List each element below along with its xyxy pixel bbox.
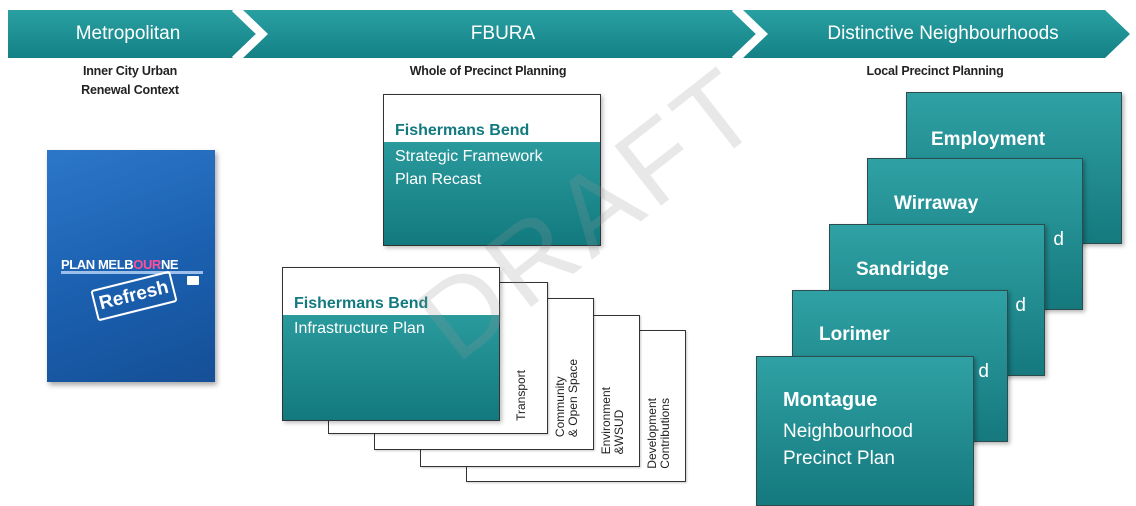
montague-line2: Precinct Plan [783, 448, 895, 469]
framework-line2: Plan Recast [395, 171, 482, 188]
neighbourhood-title: Wirraway [894, 193, 979, 214]
sheet-label: Environment &WSUD [599, 386, 626, 454]
refresh-stamp: Refresh [90, 270, 178, 322]
neighbourhood-title: Lorimer [819, 324, 890, 345]
neighbourhood-card-montague: Montague Neighbourhood Precinct Plan [756, 356, 974, 506]
sheet-label: Development Contributions [645, 398, 672, 469]
infrastructure-plan-card: Fishermans Bend Infrastructure Plan [282, 267, 500, 421]
montague-line1: Neighbourhood [783, 421, 913, 442]
stage-subtitle-fbura: Whole of Precinct Planning [409, 64, 567, 78]
cover-tagline-bar [61, 271, 203, 274]
framework-plan-card: Fishermans Bend Strategic Framework Plan… [383, 94, 601, 246]
framework-line1: Strategic Framework [395, 148, 543, 165]
framework-heading: Fishermans Bend [395, 122, 530, 139]
stage-title-fbura: FBURA [470, 23, 536, 44]
sheet-label: Transport [513, 370, 528, 421]
montague-title: Montague [783, 389, 878, 411]
chevron-neighbourhoods [743, 10, 1130, 58]
chevron-fbura [243, 10, 758, 58]
plan-melbourne-logo: PLAN MELBOURNE [61, 257, 179, 272]
plan-melbourne-cover: PLAN MELBOURNE Refresh [47, 150, 215, 382]
neighbourhood-partial-text: d [1053, 229, 1064, 250]
neighbourhood-title: Sandridge [856, 259, 949, 280]
stage-subtitle-metropolitan: Inner City Urban Renewal Context [81, 64, 179, 97]
card-teal-band [283, 315, 499, 420]
chevron-metropolitan [8, 10, 258, 58]
card-teal-band [384, 142, 600, 245]
infrastructure-heading: Fishermans Bend [294, 295, 429, 312]
cover-square-icon [187, 276, 199, 285]
neighbourhood-partial-text: d [978, 361, 989, 382]
stage-subtitle-neighbourhoods: Local Precinct Planning [866, 64, 1004, 78]
sheet-label: Community & Open Space [553, 358, 580, 437]
process-banner [8, 10, 1130, 58]
neighbourhood-title: Employment [931, 129, 1046, 150]
stage-title-neighbourhoods: Distinctive Neighbourhoods [827, 23, 1059, 44]
infrastructure-line1: Infrastructure Plan [294, 320, 425, 337]
stage-title-metropolitan: Metropolitan [75, 23, 181, 44]
neighbourhood-partial-text: d [1015, 295, 1026, 316]
